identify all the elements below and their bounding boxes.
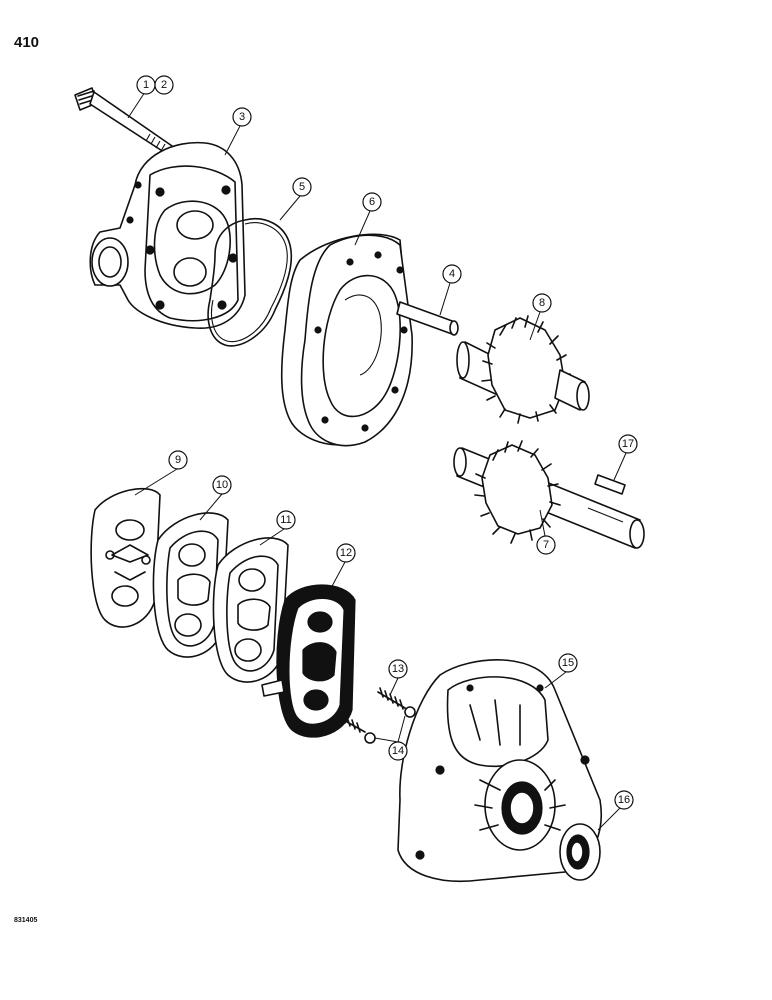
callout-13: 13 xyxy=(388,659,408,679)
callout-12: 12 xyxy=(336,543,356,563)
svg-text:12: 12 xyxy=(340,547,352,559)
key-part xyxy=(594,474,626,495)
gear-housing-part xyxy=(280,233,413,447)
svg-text:16: 16 xyxy=(618,794,630,806)
front-housing-part xyxy=(397,659,602,883)
callout-15: 15 xyxy=(558,653,578,673)
svg-text:6: 6 xyxy=(369,196,375,208)
bolt-part xyxy=(74,87,176,157)
callout-1: 1 xyxy=(136,75,156,95)
svg-text:17: 17 xyxy=(622,438,634,450)
callout-4: 4 xyxy=(442,264,462,284)
svg-text:10: 10 xyxy=(216,479,228,491)
svg-text:13: 13 xyxy=(392,663,404,675)
callout-3: 3 xyxy=(232,107,252,127)
seal-plate-part xyxy=(261,584,356,738)
figure-code: 831405 xyxy=(14,917,38,924)
callout-5: 5 xyxy=(292,177,312,197)
callout-10: 10 xyxy=(212,475,232,495)
leader-lines xyxy=(127,91,627,831)
svg-text:1: 1 xyxy=(143,79,149,91)
ball-part xyxy=(364,706,416,744)
page-number: 410 xyxy=(14,34,40,51)
o-ring-part xyxy=(207,218,293,347)
svg-text:15: 15 xyxy=(562,657,574,669)
callout-7: 7 xyxy=(536,535,556,555)
svg-text:9: 9 xyxy=(175,454,181,466)
svg-text:5: 5 xyxy=(299,181,305,193)
callout-2: 2 xyxy=(154,75,174,95)
svg-text:2: 2 xyxy=(161,79,167,91)
driven-gear-shaft-part xyxy=(453,440,645,549)
svg-text:3: 3 xyxy=(239,111,245,123)
svg-text:4: 4 xyxy=(449,268,455,280)
callout-14: 14 xyxy=(388,741,408,761)
svg-text:8: 8 xyxy=(539,297,545,309)
wear-plate-part xyxy=(90,487,161,628)
callout-6: 6 xyxy=(362,192,382,212)
callout-8: 8 xyxy=(532,293,552,313)
callout-16: 16 xyxy=(614,790,634,810)
callout-11: 11 xyxy=(276,510,296,530)
svg-text:14: 14 xyxy=(392,745,404,757)
shaft-seal-part xyxy=(559,823,601,881)
svg-text:7: 7 xyxy=(543,539,549,551)
gasket-part xyxy=(152,512,229,658)
spring-part xyxy=(339,687,406,733)
drive-gear-part xyxy=(456,315,590,424)
callout-9: 9 xyxy=(168,450,188,470)
rear-cover-part xyxy=(89,141,246,329)
gasket-part-2 xyxy=(212,537,289,683)
svg-text:11: 11 xyxy=(280,514,291,526)
callout-17: 17 xyxy=(618,434,638,454)
dowel-pin-part xyxy=(396,301,459,336)
